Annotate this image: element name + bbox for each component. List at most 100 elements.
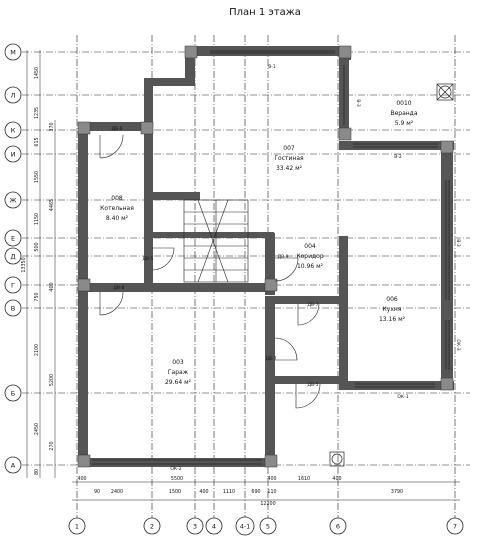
dim: 110 (267, 489, 276, 495)
dim: 2450 (34, 423, 40, 435)
dim: 5200 (49, 374, 55, 386)
windows (92, 50, 450, 465)
row-bubble-a: А (4, 456, 22, 474)
svg-text:И: И (11, 151, 16, 159)
col-bubble-3: 3 (186, 517, 204, 535)
dim: 3790 (391, 489, 403, 495)
dim: 5500 (171, 476, 183, 482)
room-number: 007 (283, 145, 295, 152)
row-bubble-m: М (4, 43, 22, 61)
room-name: Кухня (383, 306, 402, 313)
dim: 1150 (34, 213, 40, 225)
dim: 370 (49, 122, 55, 131)
room-name: Котельная (100, 205, 134, 212)
col-bubble-7: 7 (446, 517, 464, 535)
doors (99, 134, 321, 409)
svg-text:М: М (10, 49, 16, 57)
dim: 90 (94, 489, 100, 495)
dim: 80 (34, 469, 40, 475)
column-bubbles: 1 2 3 4 4-1 5 6 7 (68, 516, 464, 536)
door-tag: ДВ-7 (307, 302, 318, 308)
dim: 1610 (298, 476, 310, 482)
svg-text:Г: Г (11, 282, 15, 290)
room-area: 5.9 м² (395, 120, 414, 127)
col-bubble-4: 4 (205, 517, 223, 535)
window-tag: ОК-1 (397, 394, 408, 400)
window-tag: В-3 (355, 99, 361, 107)
row-bubble-zh: Ж (4, 191, 22, 209)
svg-text:5: 5 (266, 523, 270, 531)
svg-text:6: 6 (336, 523, 340, 531)
row-axes (22, 51, 470, 466)
room-number: 006 (386, 296, 398, 303)
col-bubble-6: 6 (329, 517, 347, 535)
room-number: 008 (111, 195, 123, 202)
row-bubble-b: Б (4, 384, 22, 402)
door-tag: ДВ-9 (277, 254, 288, 260)
row-bubble-g: Г (4, 276, 22, 294)
dim: 1450 (34, 67, 40, 79)
window-tag: В-3 (455, 239, 461, 247)
room-area: 33.42 м² (276, 165, 303, 172)
window-tag: ОК-2 (170, 466, 181, 472)
room-number: 004 (304, 243, 316, 250)
dim: 1110 (223, 489, 235, 495)
svg-text:2: 2 (150, 523, 154, 531)
col-bubble-1: 1 (68, 517, 86, 535)
room-area: 29.64 м² (165, 379, 192, 386)
bottom-dimensions: 400 90 2400 5500 1500 400 1110 690 110 4… (72, 476, 460, 507)
door-tag: ДВ-5 (142, 256, 153, 262)
plan-title: План 1 этажа (229, 7, 301, 18)
dim: 690 (251, 489, 260, 495)
svg-text:4-1: 4-1 (240, 523, 251, 531)
svg-text:Ж: Ж (9, 197, 16, 205)
room-corridor: 004 Коридор 10.96 м² (296, 243, 323, 270)
svg-text:В: В (11, 305, 15, 313)
row-bubble-k: К (4, 121, 22, 139)
door-tag: ДВ-5 (307, 382, 318, 388)
svg-text:1: 1 (75, 523, 79, 531)
svg-text:4: 4 (212, 523, 216, 531)
dim: 400 (199, 489, 208, 495)
room-name: Коридор (296, 253, 323, 260)
left-dimensions: 1450 1235 370 615 1550 4465 1150 500 400… (21, 50, 56, 478)
svg-text:Е: Е (11, 235, 15, 243)
room-name: Веранда (390, 110, 417, 117)
row-bubble-l: Л (4, 86, 22, 104)
window-tag: В-2 (394, 154, 402, 160)
svg-text:А: А (11, 462, 16, 470)
room-number: 0010 (396, 100, 411, 107)
dim: 2100 (34, 344, 40, 356)
room-area: 10.96 м² (297, 263, 324, 270)
room-living: 007 Гостиная 33.42 м² (274, 145, 304, 172)
svg-text:3: 3 (193, 523, 197, 531)
dim: 12200 (260, 501, 275, 507)
door-tag: ДВ-6 (111, 126, 122, 132)
dim: 750 (34, 292, 40, 301)
room-veranda: 0010 Веранда 5.9 м² (390, 100, 417, 127)
dim: 1500 (169, 489, 181, 495)
dim: 400 (267, 476, 276, 482)
svg-text:Б: Б (11, 390, 15, 398)
columns (77, 45, 454, 468)
room-garage: 003 Гараж 29.64 м² (165, 359, 192, 386)
dim: 615 (34, 137, 40, 146)
room-area: 8.40 м² (106, 215, 129, 222)
svg-text:Д: Д (10, 253, 15, 261)
dim: 13350 (21, 257, 27, 272)
veranda-column (436, 83, 454, 101)
col-bubble-4-1: 4-1 (235, 516, 255, 536)
room-name: Гостиная (274, 155, 304, 162)
room-area: 13.16 м² (379, 316, 406, 323)
room-number: 003 (172, 359, 184, 366)
room-kitchen: 006 Кухня 13.16 м² (379, 296, 406, 323)
window-tag: В-1 (268, 64, 276, 70)
dim: 400 (49, 282, 55, 291)
stairs (183, 199, 249, 283)
svg-text:К: К (11, 127, 16, 135)
door-tag: ДВ-7 (265, 356, 276, 362)
dim: 500 (34, 242, 40, 251)
element-tags: В-1 В-2 В-3 В-3 ДВ-6 ДВ-5 ДВ-8 ДВ-9 ДВ-7… (111, 64, 461, 472)
svg-text:Л: Л (11, 92, 16, 100)
window-tag: ОК-3 (455, 339, 461, 350)
